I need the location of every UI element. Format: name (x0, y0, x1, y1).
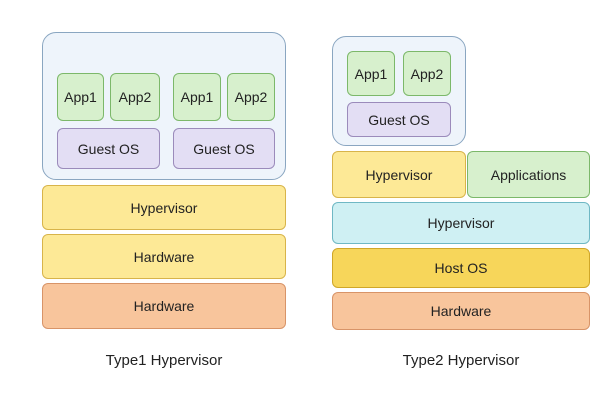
type1-hardware-upper-layer: Hardware (42, 234, 286, 279)
type1-vm2-guest-os-label: Guest OS (193, 140, 255, 157)
type1-vm2-app2-box: App2 (227, 73, 275, 121)
type2-vm-guest-os-label: Guest OS (368, 111, 430, 128)
type2-hypervisor-layer: Hypervisor (332, 202, 590, 244)
type1-vm1-app2-label: App2 (118, 89, 152, 105)
type1-vm1-guest-os-label: Guest OS (77, 140, 140, 157)
type1-vm2-app1-label: App1 (180, 89, 214, 105)
type1-hardware-lower-label: Hardware (133, 298, 195, 314)
type2-vm-app2-box: App2 (403, 51, 451, 96)
type1-caption: Type1 Hypervisor (105, 352, 223, 369)
type1-vm2-app1-box: App1 (173, 73, 221, 121)
type2-vm-app1-label: App1 (354, 65, 388, 82)
type2-vm-guest-os-box: Guest OS (347, 102, 451, 137)
type1-hardware-lower-layer: Hardware (42, 283, 286, 329)
type2-caption: Type2 Hypervisor (402, 352, 520, 369)
type2-applications-label: Applications (490, 166, 567, 183)
type1-hypervisor-label: Hypervisor (130, 199, 198, 216)
type1-vm1-app1-label: App1 (64, 89, 97, 105)
type1-vm2-app2-label: App2 (234, 89, 268, 105)
type2-hypervisor-label: Hypervisor (427, 215, 495, 231)
type2-vm-app1-box: App1 (347, 51, 395, 96)
type1-vm2-guest-os-box: Guest OS (173, 128, 275, 169)
type1-hypervisor-layer: Hypervisor (42, 185, 286, 230)
type2-vm-app2-label: App2 (410, 65, 444, 82)
type2-hypervisor-small-box: Hypervisor (332, 151, 466, 198)
type1-vm1-app2-box: App2 (110, 73, 160, 121)
type2-hypervisor-small-label: Hypervisor (365, 166, 433, 183)
type2-applications-box: Applications (467, 151, 590, 198)
type1-hardware-upper-label: Hardware (133, 248, 195, 265)
type1-vm1-app1-box: App1 (57, 73, 104, 121)
type2-host-os-layer: Host OS (332, 248, 590, 288)
type2-hardware-label: Hardware (430, 303, 492, 319)
type1-vm1-guest-os-box: Guest OS (57, 128, 160, 169)
type2-hardware-layer: Hardware (332, 292, 590, 330)
type2-host-os-label: Host OS (434, 260, 488, 276)
